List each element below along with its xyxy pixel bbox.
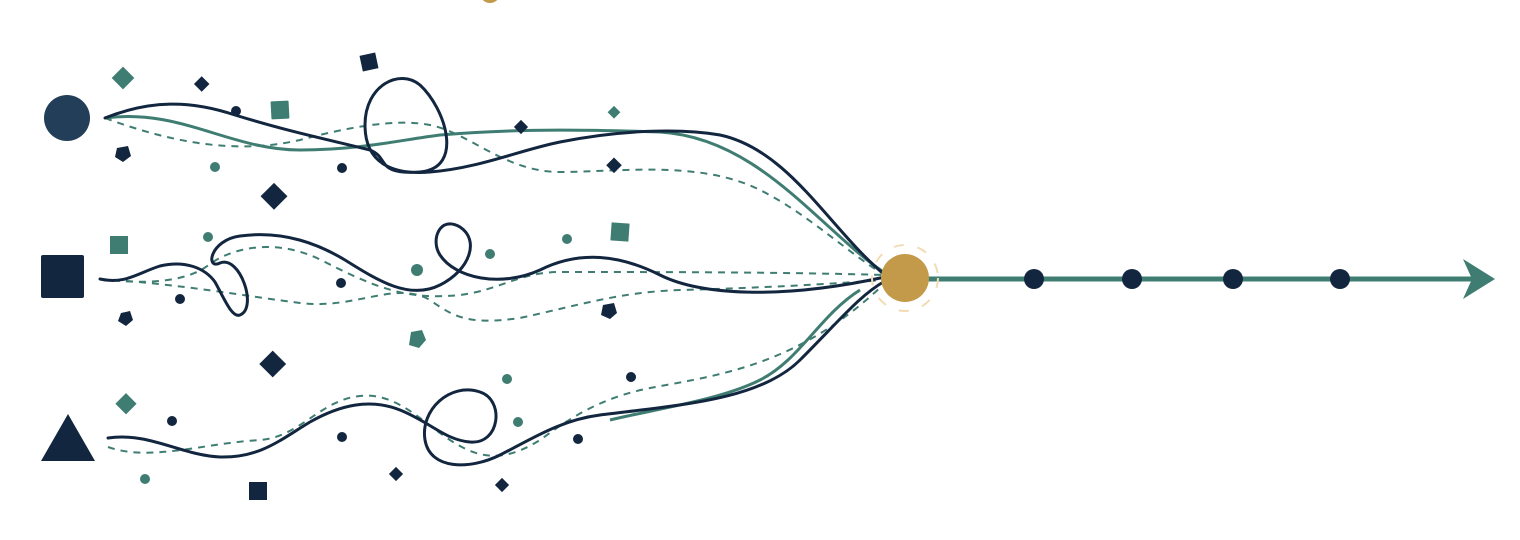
convergence-halo bbox=[871, 244, 939, 312]
scatter-navy-square bbox=[249, 482, 267, 500]
scatter-navy-dot bbox=[336, 278, 346, 288]
output-line bbox=[904, 259, 1495, 299]
scatter-navy-diamond bbox=[513, 119, 529, 135]
scatter-teal-dot bbox=[502, 374, 512, 384]
scatter-navy-square bbox=[359, 52, 379, 72]
scatter-navy-diamond bbox=[193, 76, 210, 92]
scatter-navy-pentagon bbox=[115, 146, 131, 162]
path-dashed-middle-lower bbox=[99, 278, 886, 322]
scatter-navy-pentagon bbox=[601, 303, 617, 319]
scatter-navy-diamond bbox=[494, 477, 510, 493]
scatter-teal-dot bbox=[210, 162, 220, 172]
convergence-circle bbox=[881, 254, 929, 302]
source-triangle bbox=[41, 414, 95, 461]
scatter-navy-diamond bbox=[388, 466, 404, 482]
scatter-teal-diamond bbox=[607, 105, 621, 119]
path-navy-top bbox=[103, 76, 887, 277]
milestone-dot bbox=[1122, 269, 1142, 289]
scatter-teal-square bbox=[270, 100, 290, 120]
path-dashed-bottom bbox=[107, 282, 886, 457]
path-dashed-middle bbox=[99, 246, 886, 298]
source-circle bbox=[44, 95, 90, 141]
scatter bbox=[110, 52, 636, 500]
milestone-dot bbox=[1223, 269, 1243, 289]
scatter-teal-diamond bbox=[111, 66, 135, 90]
milestone-dot bbox=[1330, 269, 1350, 289]
scatter-navy-dot bbox=[231, 106, 241, 116]
scatter-navy-dot bbox=[175, 294, 185, 304]
milestone-dot bbox=[1024, 269, 1044, 289]
scatter-teal-dot bbox=[562, 234, 572, 244]
scatter-teal-pentagon bbox=[409, 330, 426, 348]
sources bbox=[41, 95, 95, 461]
source-square bbox=[41, 255, 84, 298]
scatter-navy-pentagon bbox=[118, 311, 133, 326]
top-edge-gold-mark bbox=[482, 0, 498, 3]
scatter-navy-dot bbox=[573, 434, 583, 444]
scatter-teal-dot bbox=[411, 264, 423, 276]
scatter-navy-diamond bbox=[260, 182, 288, 210]
scatter-navy-dot bbox=[167, 416, 177, 426]
scatter-navy-dot bbox=[337, 163, 347, 173]
scatter-teal-dot bbox=[140, 474, 150, 484]
path-navy-middle bbox=[98, 222, 887, 317]
navy-paths bbox=[98, 76, 887, 467]
scatter-teal-dot bbox=[485, 249, 495, 259]
path-teal-top bbox=[104, 115, 886, 275]
convergence-node bbox=[871, 244, 939, 312]
path-dashed-top bbox=[104, 117, 886, 276]
scatter-teal-dot bbox=[203, 232, 213, 242]
scatter-navy-dot bbox=[337, 432, 347, 442]
scatter-teal-diamond bbox=[115, 393, 137, 415]
path-teal-bottom bbox=[609, 288, 861, 422]
teal-paths bbox=[104, 115, 886, 422]
output-milestones bbox=[1024, 269, 1350, 289]
scatter-teal-dot bbox=[513, 417, 523, 427]
scatter-navy-dot bbox=[626, 372, 636, 382]
scatter-teal-square bbox=[110, 236, 128, 254]
scatter-teal-square bbox=[610, 222, 630, 242]
path-navy-bottom bbox=[106, 279, 887, 467]
scatter-navy-diamond bbox=[606, 157, 622, 174]
output-arrowhead bbox=[1463, 259, 1495, 299]
scatter-navy-diamond bbox=[259, 350, 287, 378]
